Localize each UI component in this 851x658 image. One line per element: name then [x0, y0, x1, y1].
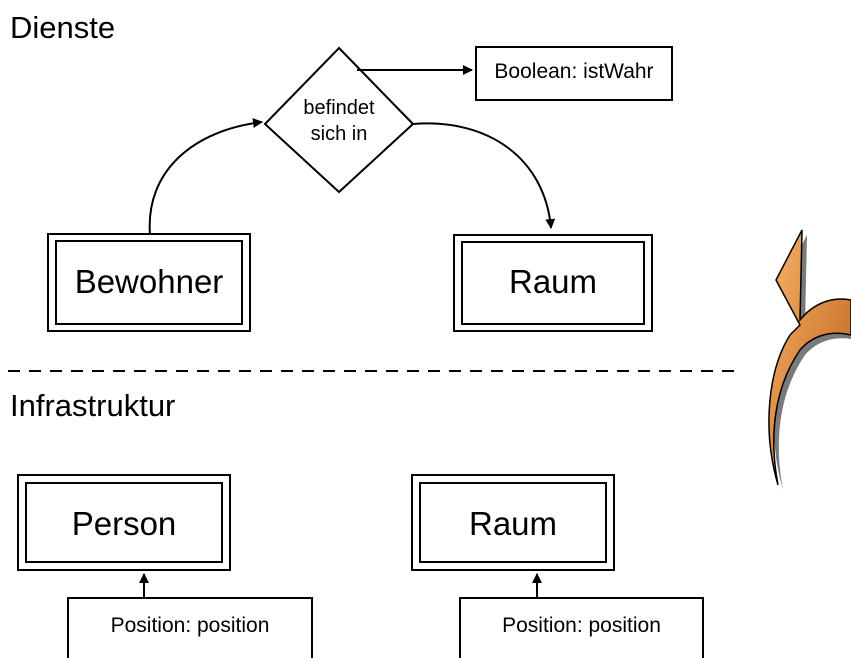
- attribute-label-person: Position: position: [110, 614, 270, 637]
- entity-box-raum-services: [453, 234, 653, 332]
- arrow-bewohner-to-decision: [148, 118, 263, 236]
- entity-box-raum-infra: [411, 474, 615, 571]
- layer-title-services: Dienste: [10, 10, 116, 45]
- result-box: [475, 46, 673, 101]
- attribute-box-person: [67, 597, 313, 658]
- entity-label-raum-infra: Raum: [468, 505, 558, 542]
- decision-label-line2: sich in: [310, 123, 368, 145]
- entity-box-person: [17, 474, 231, 571]
- result-label: Boolean: istWahr: [494, 60, 654, 83]
- attribute-label-raum: Position: position: [502, 614, 661, 637]
- decision-diamond: [263, 46, 415, 194]
- layer-title-infrastructure: Infrastruktur: [10, 388, 176, 423]
- decision-label-line1: befindet: [303, 97, 375, 119]
- attribute-box-raum: [459, 597, 704, 658]
- entity-label-person: Person: [71, 505, 177, 542]
- entity-label-raum-services: Raum: [508, 263, 598, 300]
- arrow-decision-to-raum: [412, 122, 556, 229]
- curved-up-arrow-icon: [768, 229, 851, 490]
- entity-box-bewohner: [47, 233, 251, 332]
- entity-label-bewohner: Bewohner: [74, 263, 224, 300]
